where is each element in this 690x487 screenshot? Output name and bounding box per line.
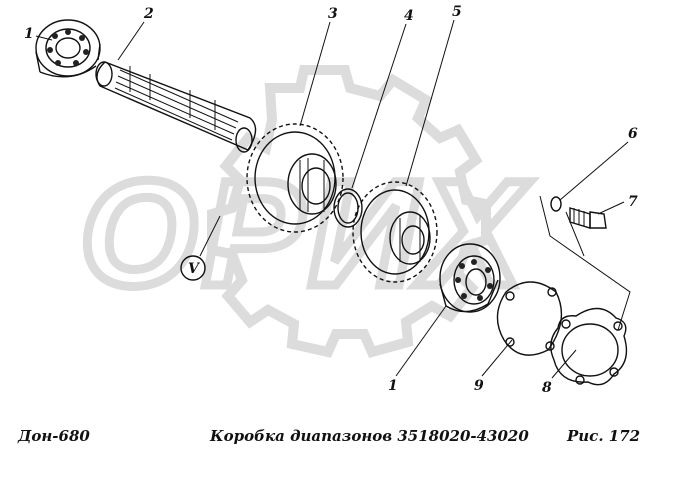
- bolt: [569, 207, 607, 229]
- bearing-top-left: [35, 19, 101, 78]
- shaft-splines: [114, 66, 239, 141]
- callout-1-bottom: 1: [388, 378, 398, 394]
- input-shaft: [95, 61, 257, 153]
- gear-large: [246, 123, 344, 233]
- leader-lines: [35, 19, 629, 379]
- bearing-bottom: [439, 243, 501, 313]
- callout-labels: 1 2 3 4 5 6 7 1 9 8: [24, 4, 638, 396]
- callout-6: 6: [628, 126, 638, 142]
- footer-caption: Коробка диапазонов 3518020-43020: [210, 427, 529, 445]
- callout-3: 3: [328, 6, 338, 22]
- bearing-balls: [47, 29, 89, 66]
- footer-model: Дон-680: [18, 427, 90, 445]
- view-marker-label: V: [188, 261, 201, 277]
- callout-5: 5: [452, 4, 462, 20]
- watermark-gear-outline: [207, 65, 491, 358]
- callout-1-top: 1: [24, 26, 34, 42]
- view-marker: V: [180, 215, 221, 281]
- gear-small: [352, 181, 438, 283]
- callout-4: 4: [404, 8, 414, 24]
- watermark: ОРИХ: [76, 65, 531, 358]
- washer: [550, 196, 562, 212]
- callout-2: 2: [143, 6, 154, 22]
- callout-8: 8: [542, 380, 552, 396]
- watermark-logo: ОРИХ: [80, 149, 531, 317]
- callout-9: 9: [474, 378, 484, 394]
- gasket: [496, 281, 563, 356]
- footer-figure-number: Рис. 172: [567, 427, 641, 445]
- bearing-cover: [550, 307, 628, 386]
- assembly-bracket: [539, 195, 631, 331]
- callout-7: 7: [628, 194, 638, 210]
